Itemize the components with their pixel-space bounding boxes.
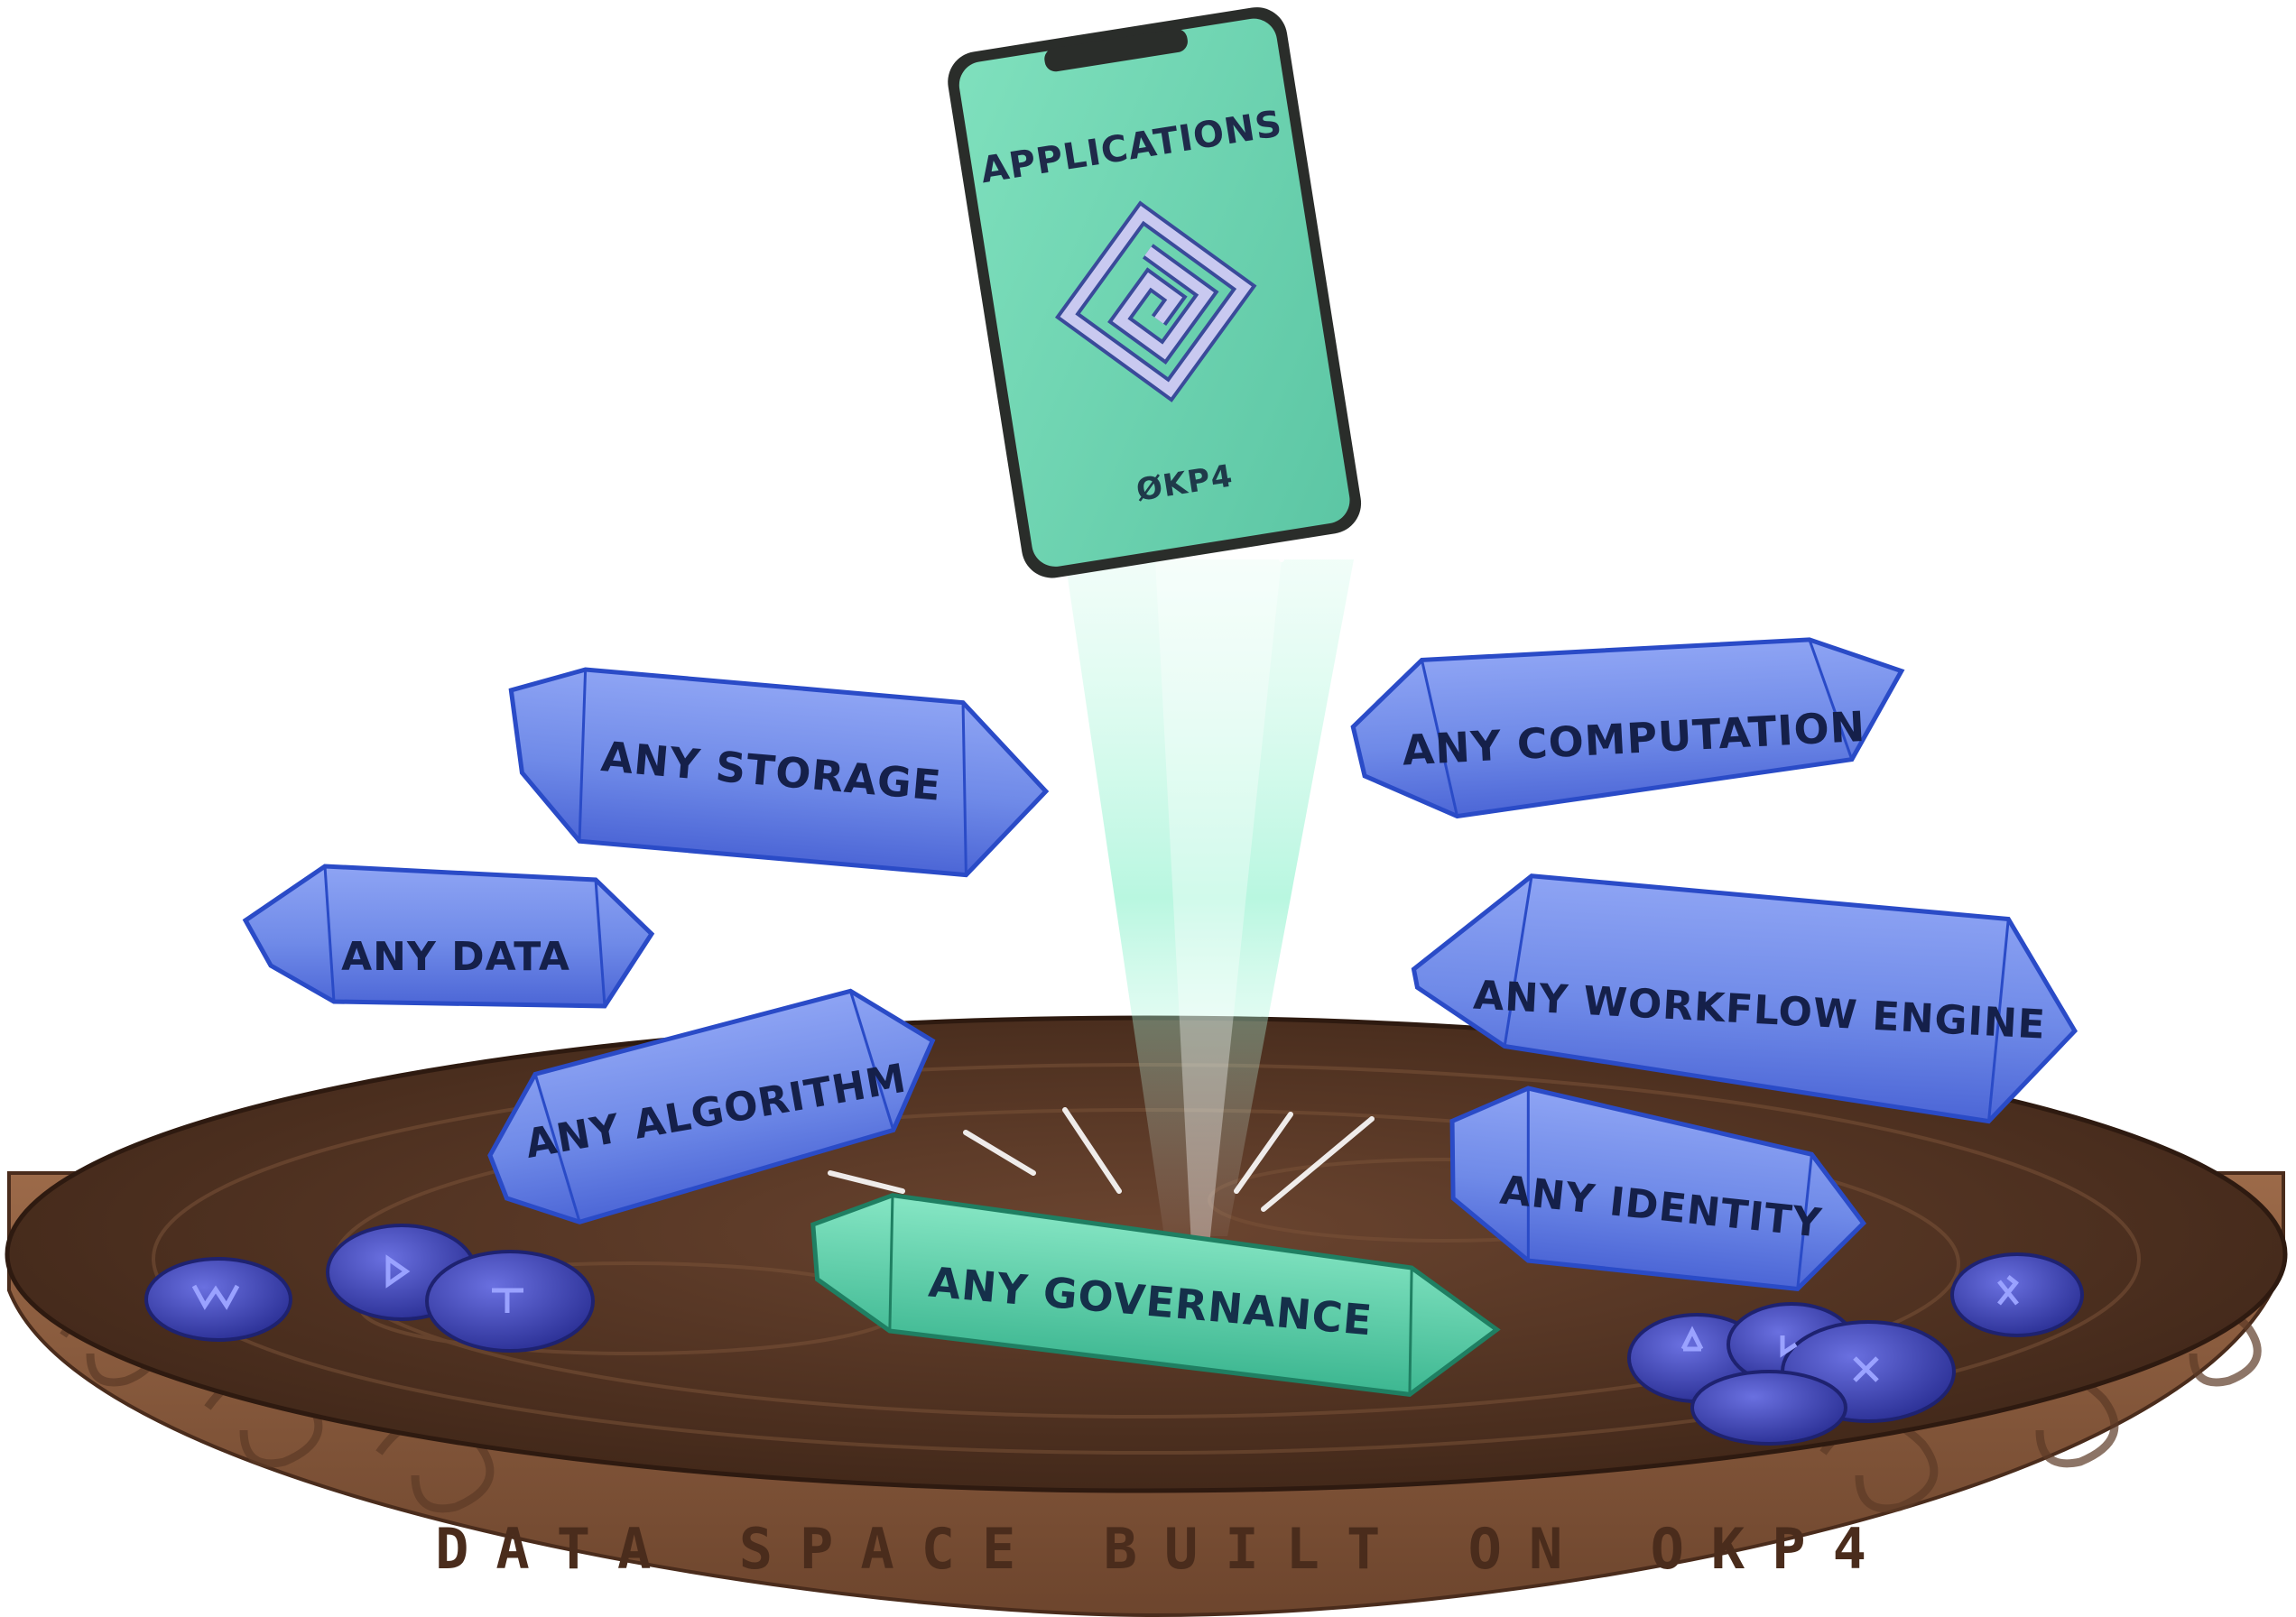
label-any-data: ANY DATA	[341, 934, 570, 980]
runestone	[425, 1250, 595, 1353]
applications-phone: APPLICATIONS ØKP4	[948, 7, 1362, 578]
crystal-any-data: ANY DATA	[242, 864, 655, 1009]
spiral-square-logo-icon	[1054, 200, 1257, 402]
hologram-beam	[1065, 559, 1354, 1245]
runestones-left	[144, 1224, 595, 1353]
runestone	[1690, 1370, 1847, 1446]
crystal-any-storage: ANY STORAGE	[508, 667, 1050, 878]
phone-notch	[1044, 29, 1188, 72]
crystal-any-computation: ANY COMPUTATION	[1350, 637, 1905, 819]
runestones-right	[1627, 1252, 2084, 1446]
runestone	[144, 1257, 292, 1342]
crystal-any-governance: ANY GOVERNANCE	[810, 1193, 1501, 1398]
crystal-any-workflow-engine: ANY WORKFLOW ENGINE	[1411, 873, 2078, 1124]
rim-inscription: DATA SPACE BUILT ON OKP4	[435, 1516, 1893, 1582]
runestone	[1950, 1252, 2084, 1337]
crystal-any-identity: ANY IDENTITY	[1449, 1086, 1867, 1292]
